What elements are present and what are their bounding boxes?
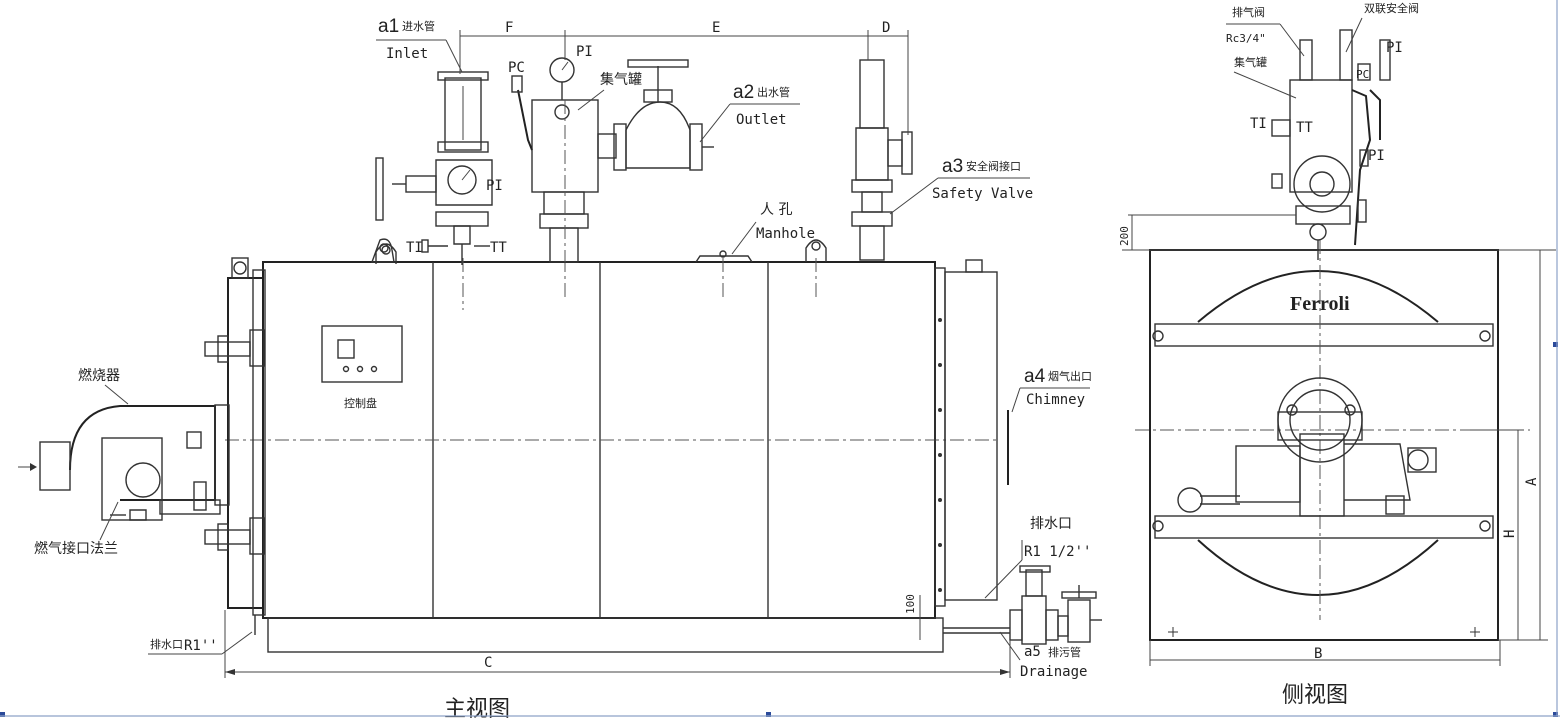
vent-cn: 排气阀 — [1232, 5, 1265, 19]
drain-right-size: R1 1/2'' — [1024, 544, 1091, 560]
side-base-frame: Ferroli — [1122, 240, 1556, 641]
vent-size: Rc3/4" — [1226, 32, 1266, 45]
a1-cn: 进水管 — [402, 19, 435, 33]
safety-cn: 双联安全阀 — [1364, 1, 1419, 15]
collector-assembly: PC PI 集气罐 — [508, 44, 714, 263]
a4-cn: 烟气出口 — [1048, 369, 1092, 383]
a3-code: a3 — [942, 156, 963, 177]
brand-logo: Ferroli — [1290, 293, 1350, 315]
a2-code: a2 — [733, 82, 754, 103]
side-tt: TT — [1296, 120, 1313, 136]
side-collector: 集气罐 — [1234, 55, 1267, 69]
a3-cn: 安全阀接口 — [966, 159, 1021, 173]
side-pi-top: PI — [1386, 40, 1403, 56]
a5-cn: 排污管 — [1048, 645, 1081, 659]
side-burner — [1177, 377, 1437, 517]
frame-markers — [0, 342, 1558, 717]
pi-top-label: PI — [576, 44, 593, 60]
drainage-valves — [943, 565, 1102, 645]
rear-smoke-box — [934, 259, 1009, 607]
front-view-caption: 主视图 — [444, 697, 510, 719]
dim-200: 200 — [1118, 226, 1131, 246]
a5-code: a5 — [1024, 644, 1041, 660]
front-view: 控制盘 燃烧器 燃气接口法兰 — [18, 16, 1102, 722]
manhole-cn: 人 孔 — [760, 202, 792, 218]
dim-b: B — [1314, 646, 1322, 662]
dim-e: E — [712, 20, 720, 36]
side-ti: TI — [1250, 116, 1267, 132]
dim-h: H — [1502, 530, 1518, 538]
dim-c: C — [484, 655, 492, 671]
a1-en: Inlet — [386, 46, 428, 62]
manhole-en: Manhole — [756, 226, 815, 242]
ti-label: TI — [406, 240, 423, 256]
dim-d: D — [882, 20, 890, 36]
pc-label: PC — [508, 60, 525, 76]
side-top-fittings — [1271, 29, 1391, 260]
gas-flange-label: 燃气接口法兰 — [34, 540, 118, 557]
dim-100: 100 — [904, 594, 917, 614]
lifting-lugs — [375, 239, 827, 264]
a1-code: a1 — [378, 16, 399, 37]
front-door — [204, 257, 266, 635]
boiler-body — [225, 258, 1000, 653]
side-callouts: 排气阀 Rc3/4" 双联安全阀 集气罐 PI PC TI TT PI — [1226, 1, 1419, 164]
front-callouts: a1 进水管 Inlet a2 出水管 Outlet a3 安全阀接口 Safe… — [148, 16, 1092, 680]
inlet-assembly: PI TI TT — [371, 71, 507, 265]
front-dimensions: F E D C 100 — [224, 20, 1011, 678]
drain-right-cn: 排水口 — [1030, 516, 1072, 532]
a5-en: Drainage — [1020, 664, 1087, 680]
drain-left-cn: 排水口 — [150, 637, 183, 651]
side-pc: PC — [1356, 68, 1369, 81]
control-panel: 控制盘 — [321, 325, 403, 410]
side-view-caption: 侧视图 — [1282, 683, 1348, 708]
a2-cn: 出水管 — [757, 85, 790, 99]
control-panel-label: 控制盘 — [344, 396, 377, 410]
burner: 燃烧器 燃气接口法兰 — [18, 367, 230, 557]
side-pi-mid: PI — [1368, 148, 1385, 164]
a3-en: Safety Valve — [932, 186, 1033, 202]
burner-label: 燃烧器 — [78, 367, 120, 384]
safety-valve-stack — [851, 59, 913, 261]
tt-label: TT — [490, 240, 507, 256]
dim-f: F — [505, 20, 513, 36]
a4-en: Chimney — [1026, 392, 1085, 408]
a2-en: Outlet — [736, 112, 787, 128]
collector-label: 集气罐 — [600, 71, 642, 88]
side-dimensions: 200 A H B — [1118, 214, 1548, 666]
dim-a: A — [1524, 477, 1540, 486]
side-view: Ferroli — [1118, 1, 1556, 708]
pi-left-label: PI — [486, 178, 503, 194]
drain-left-size: R1'' — [184, 638, 218, 654]
a4-code: a4 — [1024, 366, 1046, 387]
